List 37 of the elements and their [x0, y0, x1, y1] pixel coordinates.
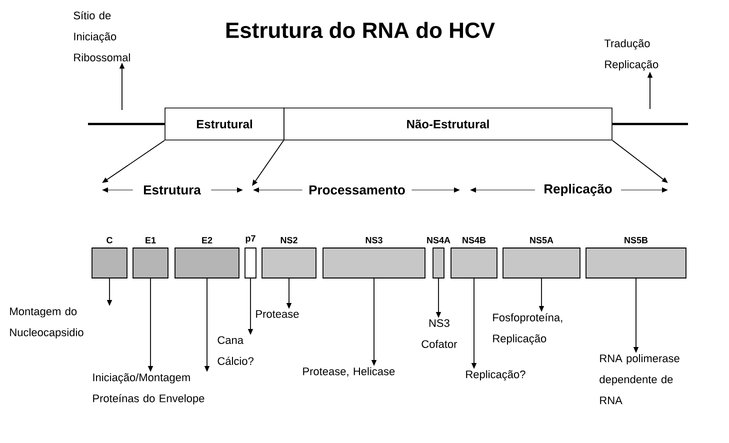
node-label: p7	[246, 235, 256, 244]
protein-box: E1	[132, 237, 168, 278]
function-text: NS3 Cofator	[422, 319, 458, 348]
node-label: NS2	[280, 236, 298, 244]
genome-region-box: Estrutural	[164, 108, 284, 140]
protein-box: p7	[244, 235, 256, 278]
function-text: Protease, Helicase	[303, 367, 395, 377]
function-text: Fosfoproteína, Replicação	[493, 313, 562, 345]
region-label: Processamento	[308, 184, 406, 196]
node-label: NS4B	[462, 236, 486, 244]
function-text: Cana Cálcio?	[218, 336, 254, 365]
protein-box: C	[92, 236, 128, 278]
protein-box: NS5A	[502, 236, 580, 278]
node-label: NS3	[366, 236, 382, 244]
function-text: Iniciação/Montagem Proteínas do Envelope	[93, 373, 204, 404]
node-label: NS5A	[530, 236, 554, 244]
function-text: Montagem do Nucleocapsidio	[10, 307, 84, 338]
node-label: E1	[146, 237, 156, 244]
protein-box: NS3	[322, 236, 426, 278]
function-text: Sítio de Iniciação Ribossomal	[74, 11, 130, 62]
protein-box: NS5B	[586, 236, 686, 278]
region-label: Estrutura	[142, 184, 202, 196]
region-label: Replicação	[542, 182, 614, 198]
arrow	[612, 140, 668, 183]
function-text: Replicação?	[466, 370, 526, 380]
function-text: Protease	[256, 310, 299, 318]
protein-box: NS2	[262, 236, 316, 278]
node-label: NS5B	[624, 236, 648, 244]
protein-box: E2	[174, 237, 240, 278]
node-label: E2	[202, 237, 212, 244]
function-text: RNA polimerase dependente de RNA	[600, 354, 680, 404]
node-label: C	[106, 236, 113, 244]
protein-box: NS4A	[427, 236, 450, 278]
node-label: NS4A	[427, 236, 450, 244]
title: Estrutura do RNA do HCV	[226, 22, 495, 38]
function-text: Tradução Replicação	[604, 39, 658, 70]
protein-box: NS4B	[450, 236, 498, 278]
